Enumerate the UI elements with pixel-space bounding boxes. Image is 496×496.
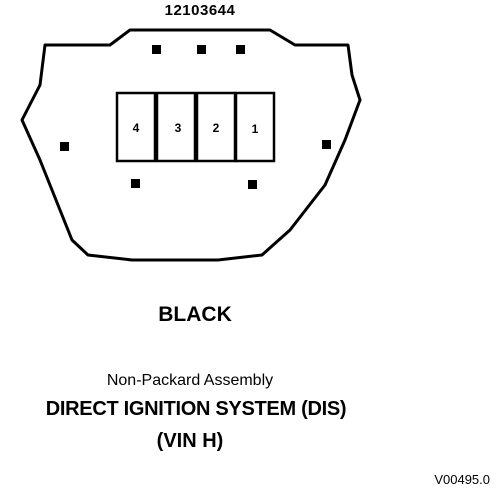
terminal-cavity-1 (234, 91, 276, 163)
pin-mark-bottom-right (248, 180, 257, 189)
pin-mark-top-1 (152, 45, 161, 54)
caption-variant: (VIN H) (156, 430, 224, 452)
connector-color-label: BLACK (158, 303, 232, 326)
caption-title: DIRECT IGNITION SYSTEM (DIS) (45, 398, 347, 420)
terminal-label-4: 4 (133, 121, 140, 135)
pin-mark-right (322, 140, 331, 149)
pin-mark-bottom-left (131, 179, 140, 188)
pin-mark-top-2 (197, 45, 206, 54)
pin-mark-top-3 (236, 45, 245, 54)
part-number: 12103644 (164, 2, 236, 19)
terminal-label-3: 3 (175, 121, 182, 135)
terminal-label-1: 1 (252, 122, 259, 136)
figure-code: V00495.0 (434, 472, 490, 487)
terminal-label-2: 2 (213, 121, 220, 135)
terminal-cavity-4 (115, 91, 157, 163)
pin-mark-left (60, 142, 69, 151)
caption-subtitle: Non-Packard Assembly (106, 372, 274, 389)
terminal-cavity-3 (155, 91, 197, 163)
connector-body (20, 28, 362, 262)
